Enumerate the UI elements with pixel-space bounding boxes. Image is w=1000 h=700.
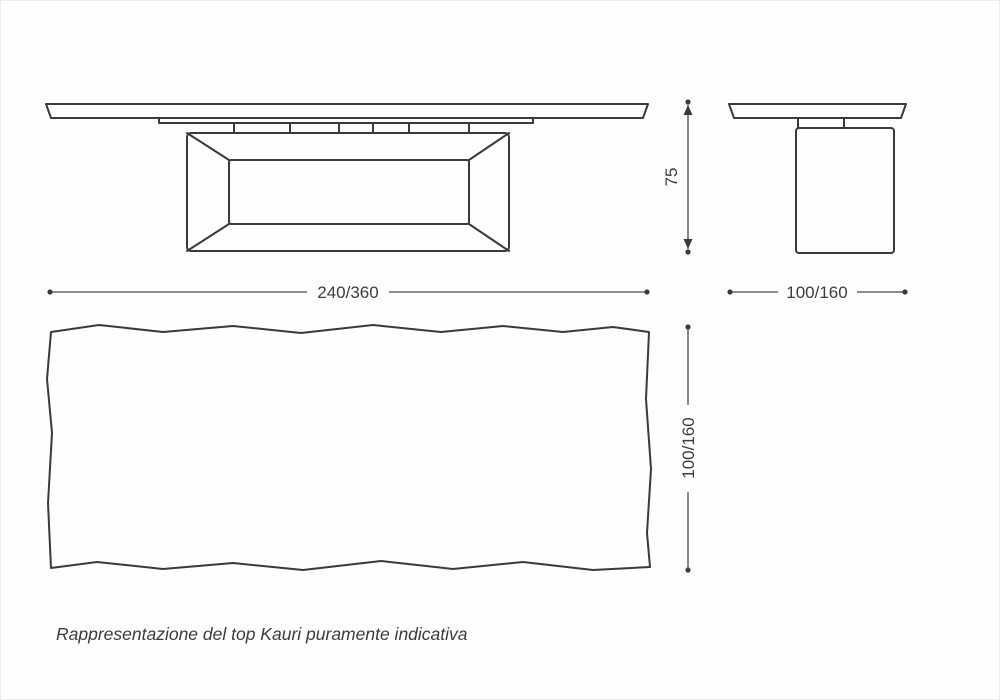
side-depth-dimension-label: 100/160 (786, 283, 847, 302)
dimension-endpoint-dot (902, 289, 908, 295)
front-base-inner (228, 159, 470, 225)
front-base-bevel-line (186, 132, 230, 161)
plan-depth-dimension-label: 100/160 (679, 417, 698, 478)
side-tabletop-slab (728, 103, 907, 119)
dimension-endpoint-dot (685, 99, 691, 105)
label-background (778, 282, 857, 301)
table-top-outline (46, 324, 652, 571)
dimension-endpoint-dot (685, 249, 691, 255)
table-top-plan-view (46, 324, 652, 571)
front-tabletop-slab (45, 103, 649, 119)
dimension-arrow-down (683, 239, 693, 249)
front-support-block (408, 122, 470, 134)
dimension-endpoint-dot (47, 289, 53, 295)
height-dimension: 75 (662, 99, 693, 255)
side-depth-dimension: 100/160 (727, 282, 908, 302)
front-support-block (338, 122, 374, 134)
label-background (307, 282, 389, 301)
front-base-bevel-line (468, 223, 510, 252)
front-width-dimension: 240/360 (47, 282, 650, 302)
front-base-outer (186, 132, 510, 252)
side-base (795, 127, 895, 254)
side-support-rail (797, 117, 845, 129)
front-elevation-view (45, 103, 649, 252)
front-base-bevel-line (468, 132, 510, 161)
dimension-endpoint-dot (644, 289, 650, 295)
side-elevation-view (728, 103, 907, 254)
front-width-dimension-label: 240/360 (317, 283, 378, 302)
front-base-bevel-line (186, 223, 230, 252)
dimension-arrow-up (683, 105, 693, 115)
height-dimension-label: 75 (662, 168, 681, 187)
dimension-endpoint-dot (727, 289, 733, 295)
caption-text: Rappresentazione del top Kauri puramente… (56, 624, 468, 644)
front-support-block (233, 122, 291, 134)
plan-depth-dimension: 100/160 (679, 324, 698, 573)
